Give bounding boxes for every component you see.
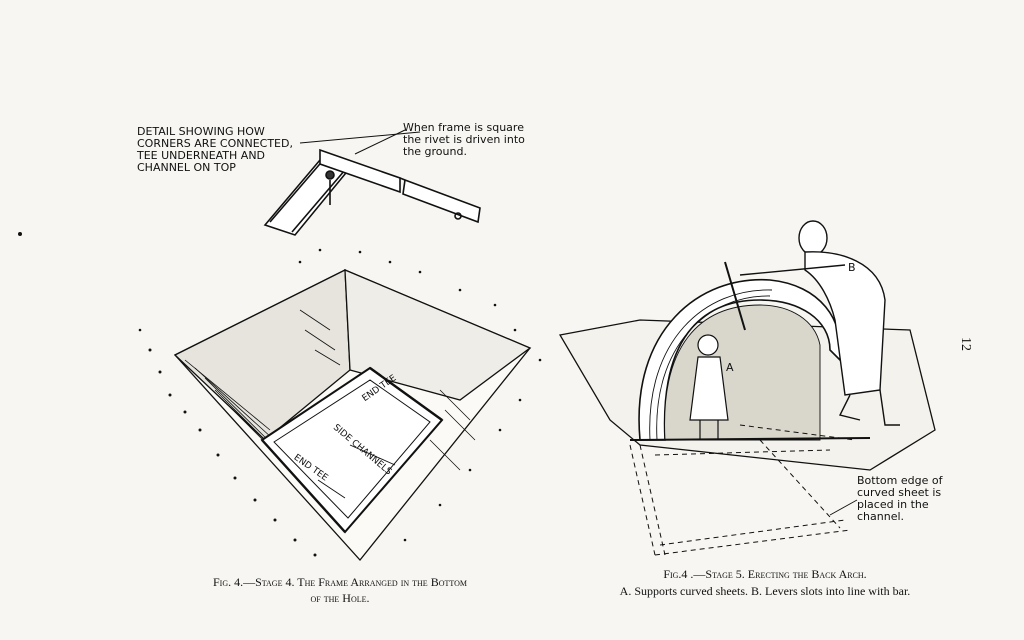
bottom-edge-note: Bottom edge of curved sheet is placed in… bbox=[857, 474, 943, 523]
right-figure-caption: Fig.4 .—Stage 5. Erecting the Back Arch.… bbox=[565, 566, 965, 600]
margin-mark bbox=[18, 232, 22, 236]
corner-detail-label: DETAIL SHOWING HOW CORNERS ARE CONNECTED… bbox=[137, 125, 293, 174]
left-caption-line-2: of the Hole. bbox=[310, 591, 370, 605]
page-number: 12 bbox=[958, 337, 973, 351]
label-a: A bbox=[726, 361, 734, 374]
left-figure-caption: Fig. 4.—Stage 4. The Frame Arranged in t… bbox=[150, 574, 530, 606]
left-caption-line-1: Fig. 4.—Stage 4. The Frame Arranged in t… bbox=[212, 575, 467, 589]
back-arch-drawing bbox=[558, 220, 936, 556]
right-caption-line-2: A. Supports curved sheets. B. Levers slo… bbox=[619, 584, 911, 598]
right-caption-line-1: Fig.4 .—Stage 5. Erecting the Back Arch. bbox=[663, 567, 867, 581]
label-b: B bbox=[848, 261, 856, 274]
hole-frame-drawing bbox=[173, 268, 532, 562]
corner-detail-drawing bbox=[263, 129, 481, 236]
rivet-note: When frame is square the rivet is driven… bbox=[403, 121, 525, 158]
soil-dots bbox=[138, 248, 542, 557]
